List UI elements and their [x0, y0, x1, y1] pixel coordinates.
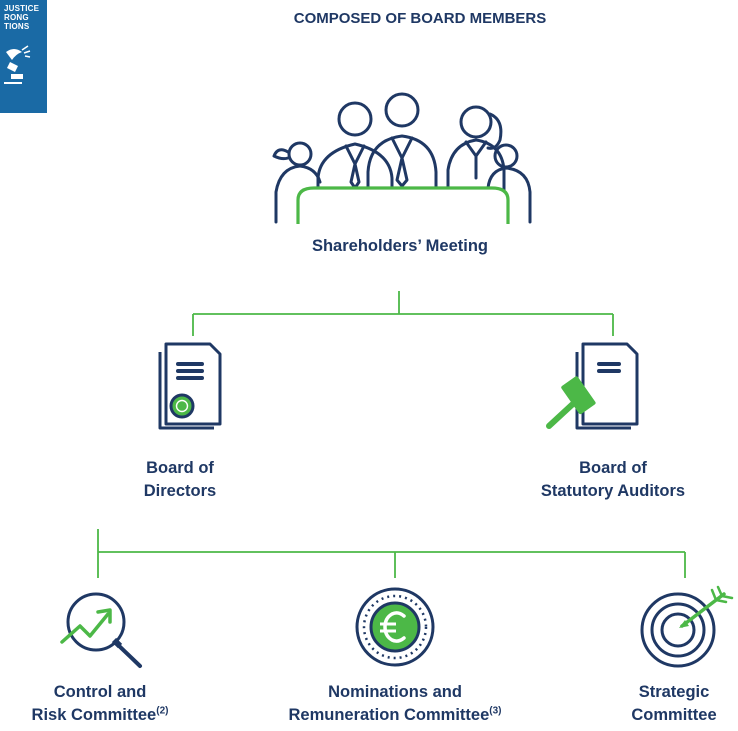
- page-title: COMPOSED OF BOARD MEMBERS: [293, 10, 547, 27]
- strategic-line2: Committee: [631, 706, 717, 724]
- nominations-line1: Nominations and: [328, 683, 462, 701]
- sdg-logo-text: JUSTICE RONG TIONS: [4, 4, 40, 31]
- control-risk-line2-wrap: Risk Committee(2): [0, 704, 200, 727]
- strategic-line1: Strategic: [638, 683, 710, 701]
- control-risk-line1: Control and: [53, 683, 147, 701]
- board-of-directors-label: Board of Directors: [95, 457, 265, 503]
- control-risk-line2: Risk Committee: [31, 706, 157, 724]
- nominations-footnote: (3): [489, 705, 502, 717]
- shareholders-meeting-label: Shareholders’ Meeting: [311, 237, 489, 255]
- nominations-remuneration-committee-label: Nominations and Remuneration Committee(3…: [270, 681, 520, 727]
- euro-coin-icon: [355, 587, 435, 667]
- control-risk-committee-label: Control and Risk Committee(2): [0, 681, 200, 727]
- document-gavel-icon: [546, 342, 639, 430]
- people-at-table-icon: [272, 92, 532, 224]
- nominations-line2-wrap: Remuneration Committee(3): [270, 704, 520, 727]
- magnifier-chart-icon: [60, 592, 142, 668]
- peace-dove-gavel-icon: [4, 45, 31, 84]
- document-seal-icon: [158, 342, 222, 430]
- control-risk-footnote: (2): [156, 705, 169, 717]
- strategic-committee-label: Strategic Committee: [610, 681, 738, 727]
- target-arrow-icon: [640, 585, 734, 668]
- board-of-statutory-auditors-label: Board of Statutory Auditors: [508, 457, 718, 503]
- board-auditors-line2: Statutory Auditors: [540, 482, 686, 500]
- nominations-line2: Remuneration Committee: [288, 706, 490, 724]
- board-auditors-line1: Board of: [579, 459, 647, 477]
- sdg-16-logo: JUSTICE RONG TIONS: [0, 0, 47, 113]
- board-directors-line1: Board of: [146, 459, 214, 477]
- board-directors-line2: Directors: [143, 482, 217, 500]
